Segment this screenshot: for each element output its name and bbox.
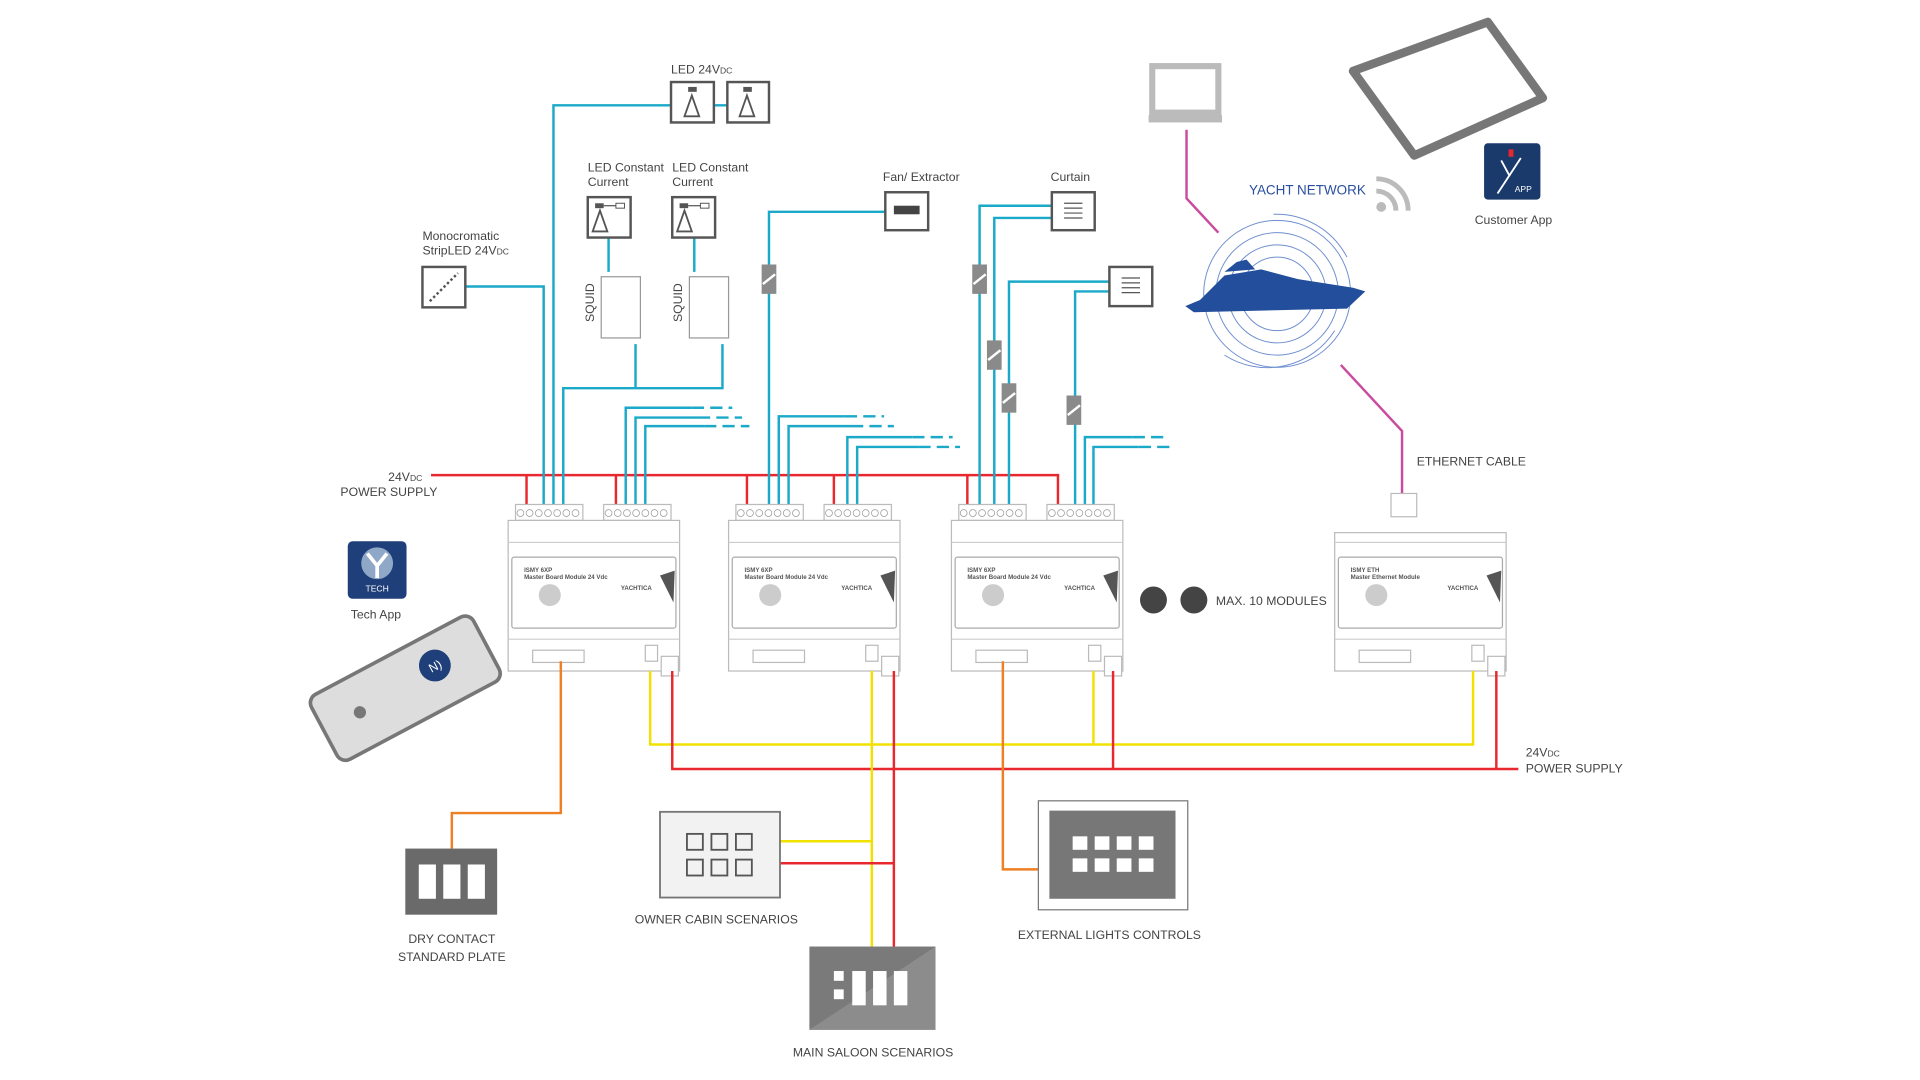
data-wires [465,104,1174,507]
nfc-icon [759,584,782,607]
led-constant-current-icon [671,195,717,239]
nfc-icon [418,649,451,682]
led-24v-spot-icon [669,80,716,124]
main-saloon-label: MAIN SALOON SCENARIOS [793,1046,953,1060]
curtain-icon [1050,191,1096,232]
curtain-label: Curtain [1051,170,1091,184]
yachtica-logo [880,570,896,603]
yacht-network-icon [1185,213,1366,369]
nfc-icon [1365,584,1388,607]
power-label-right: POWER SUPPLY [1526,762,1623,776]
led-cc-2-label-2: Current [672,175,713,189]
squid-2-label: SQUID [671,283,685,322]
yachtica-logo [1486,570,1502,603]
nfc-icon [982,584,1005,607]
max-modules-label: MAX. 10 MODULES [1216,594,1327,608]
customer-app-icon[interactable]: APP [1484,143,1541,200]
tablet-icon [1348,17,1548,160]
nfc-icon [538,584,561,607]
svg-text:APP: APP [1515,184,1532,194]
dry-contact-label-2: STANDARD PLATE [398,950,506,964]
relay-icon [972,264,987,294]
yachtica-logo [660,570,675,603]
power-label-top: POWER SUPPLY [340,485,437,499]
fan-extractor-icon [884,191,930,232]
svg-text:ISMY 6XP: ISMY 6XP [744,567,772,574]
smartphone-nfc: N) [308,614,503,763]
svg-text:Master Board Module 24 Vdc: Master Board Module 24 Vdc [744,574,828,581]
relay-icons [761,264,1082,425]
tech-app-icon[interactable]: TECH [347,541,407,599]
tech-app-label: Tech App [351,607,402,621]
power-line-top [431,473,1060,507]
wifi-icon [1376,176,1411,212]
external-lights-label: EXTERNAL LIGHTS CONTROLS [1018,928,1201,942]
yacht-network-title: YACHT NETWORK [1249,183,1366,198]
fan-label: Fan/ Extractor [883,170,960,184]
svg-text:N): N) [426,657,444,675]
more-modules-dot [1140,586,1167,614]
led-constant-current-icon [586,195,632,239]
power-label-top-voltage: 24VDC [388,470,422,484]
svg-text:ISMY 6XP: ISMY 6XP [967,567,995,574]
relay-icon [761,264,777,294]
svg-text:Master Board Module 24 Vdc: Master Board Module 24 Vdc [524,574,608,581]
svg-text:TECH: TECH [365,583,388,593]
dry-contact-label: DRY CONTACT [408,932,496,946]
curtain-icon [1108,265,1154,308]
bus-lines [450,661,1519,947]
svg-text:Master Ethernet Module: Master Ethernet Module [1351,574,1421,581]
ethernet-cable-label: ETHERNET CABLE [1417,454,1526,468]
led-cc-1-label: LED Constant [588,160,665,174]
ethernet-connector [1390,492,1418,518]
strip-led-icon [421,265,467,309]
owner-cabin-keypad [659,810,781,899]
customer-app-label: Customer App [1475,213,1553,227]
led-cc-2-label: LED Constant [672,160,749,174]
squid-1-label: SQUID [583,283,597,322]
external-lights-keypad [1037,800,1189,911]
svg-text:YACHTICA: YACHTICA [841,585,873,592]
strip-led-label: Monocromatic [422,229,499,243]
owner-cabin-label: OWNER CABIN SCENARIOS [635,912,798,926]
squid-driver-2 [688,276,730,339]
svg-text:ISMY ETH: ISMY ETH [1351,567,1380,574]
more-modules-dot [1180,586,1208,614]
svg-text:YACHTICA: YACHTICA [1447,585,1479,592]
ethernet-line-laptop [1185,129,1220,234]
dry-contact-plate [405,848,498,915]
led-24v-spot-icon [726,80,771,124]
relay-icon [1001,383,1017,413]
svg-text:Master Board Module 24 Vdc: Master Board Module 24 Vdc [967,574,1051,581]
squid-driver-1 [600,276,642,339]
led-cc-1-label-2: Current [588,175,629,189]
svg-text:YACHTICA: YACHTICA [1064,585,1096,592]
svg-text:YACHTICA: YACHTICA [621,585,653,592]
yachtica-logo [1103,570,1118,603]
relay-icon [1066,395,1082,425]
strip-led-label-2: StripLED 24VDC [422,244,509,258]
main-saloon-keypad [809,946,936,1030]
ethernet-cable-line [1339,364,1404,494]
relay-icon [986,340,1002,370]
laptop-icon [1148,63,1223,123]
power-label-right-voltage: 24VDC [1526,746,1560,760]
svg-text:ISMY 6XP: ISMY 6XP [524,567,552,574]
led-24v-label: LED 24VDC [671,62,732,76]
